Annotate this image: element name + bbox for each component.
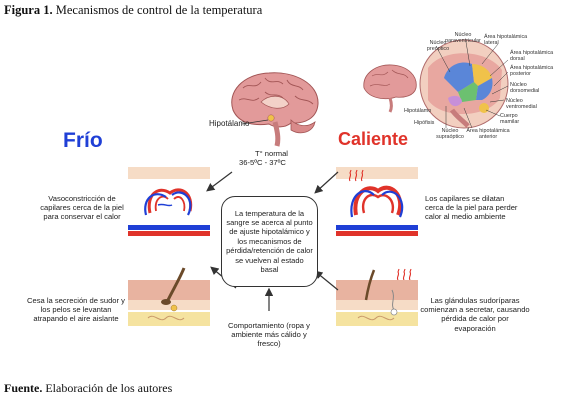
figure-source: Fuente. Elaboración de los autores	[4, 381, 172, 396]
cold-skin-illustration	[128, 267, 210, 326]
source-text: Elaboración de los autores	[45, 381, 173, 395]
hypothalamus-pointer	[241, 119, 269, 125]
label-mammillary: Cuerpo mamilar	[500, 113, 520, 125]
label-anterior-area: Área hipotalámica anterior	[466, 128, 510, 140]
center-box: La temperatura de la sangre se acerca al…	[221, 196, 318, 287]
label-dorsomedial: Núcleo dorsomedial	[510, 82, 540, 94]
hypothalamus-zoom-circle	[419, 39, 509, 129]
nuclei-pointer-lines	[435, 41, 509, 129]
cold-label: Frío	[63, 129, 103, 152]
sweat-stop-text: Cesa la secreción de sudor y los pelos s…	[27, 296, 125, 324]
source-label: Fuente.	[4, 381, 43, 395]
figure-label: Figura 1.	[4, 3, 53, 17]
hot-vessels-illustration	[336, 167, 418, 236]
hypothalamus-label: Hipotálamo	[209, 119, 250, 128]
hot-label: Caliente	[338, 129, 409, 149]
figure-title: Figura 1. Mecanismos de control de la te…	[4, 3, 262, 18]
vasodilation-text: Los capilares se dilatan cerca de la pie…	[425, 194, 518, 222]
label-posterior-area: Área hipotalámica posterior	[510, 65, 554, 77]
label-paraventricular: Núcleo paraventricular	[445, 32, 481, 44]
label-dorsal-area: Área hipotalámica dorsal	[510, 50, 554, 62]
figure-title-text: Mecanismos de control de la temperatura	[55, 3, 263, 17]
label-pituitary: Hipófisis	[414, 120, 435, 126]
label-hypothalamus-small: Hipotálamo	[404, 108, 432, 114]
label-lateral-area: Área hipotalámica lateral	[484, 34, 528, 46]
cold-vessels-illustration	[128, 167, 210, 236]
hot-skin-illustration	[336, 268, 418, 326]
behavior-text: Comportamiento (ropa y ambiente más cáli…	[228, 321, 310, 349]
label-preoptic: Núcleo preóptico	[426, 40, 450, 52]
vasoconstriction-text: Vasoconstricción de capilares cerca de l…	[40, 194, 124, 222]
brain-small-illustration	[363, 64, 417, 113]
label-ventromedial: Núcleo ventromedial	[506, 98, 537, 110]
label-supraoptic: Núcleo supraóptico	[436, 128, 464, 140]
brain-illustration	[231, 72, 319, 147]
normal-temperature-line1: T° normal	[255, 149, 288, 158]
normal-temperature-line2: 36-5ºC - 37ºC	[239, 158, 286, 167]
sweat-glands-text: Las glándulas sudoríparas comienzan a se…	[420, 296, 530, 333]
center-box-text: La temperatura de la sangre se acerca al…	[226, 208, 313, 275]
